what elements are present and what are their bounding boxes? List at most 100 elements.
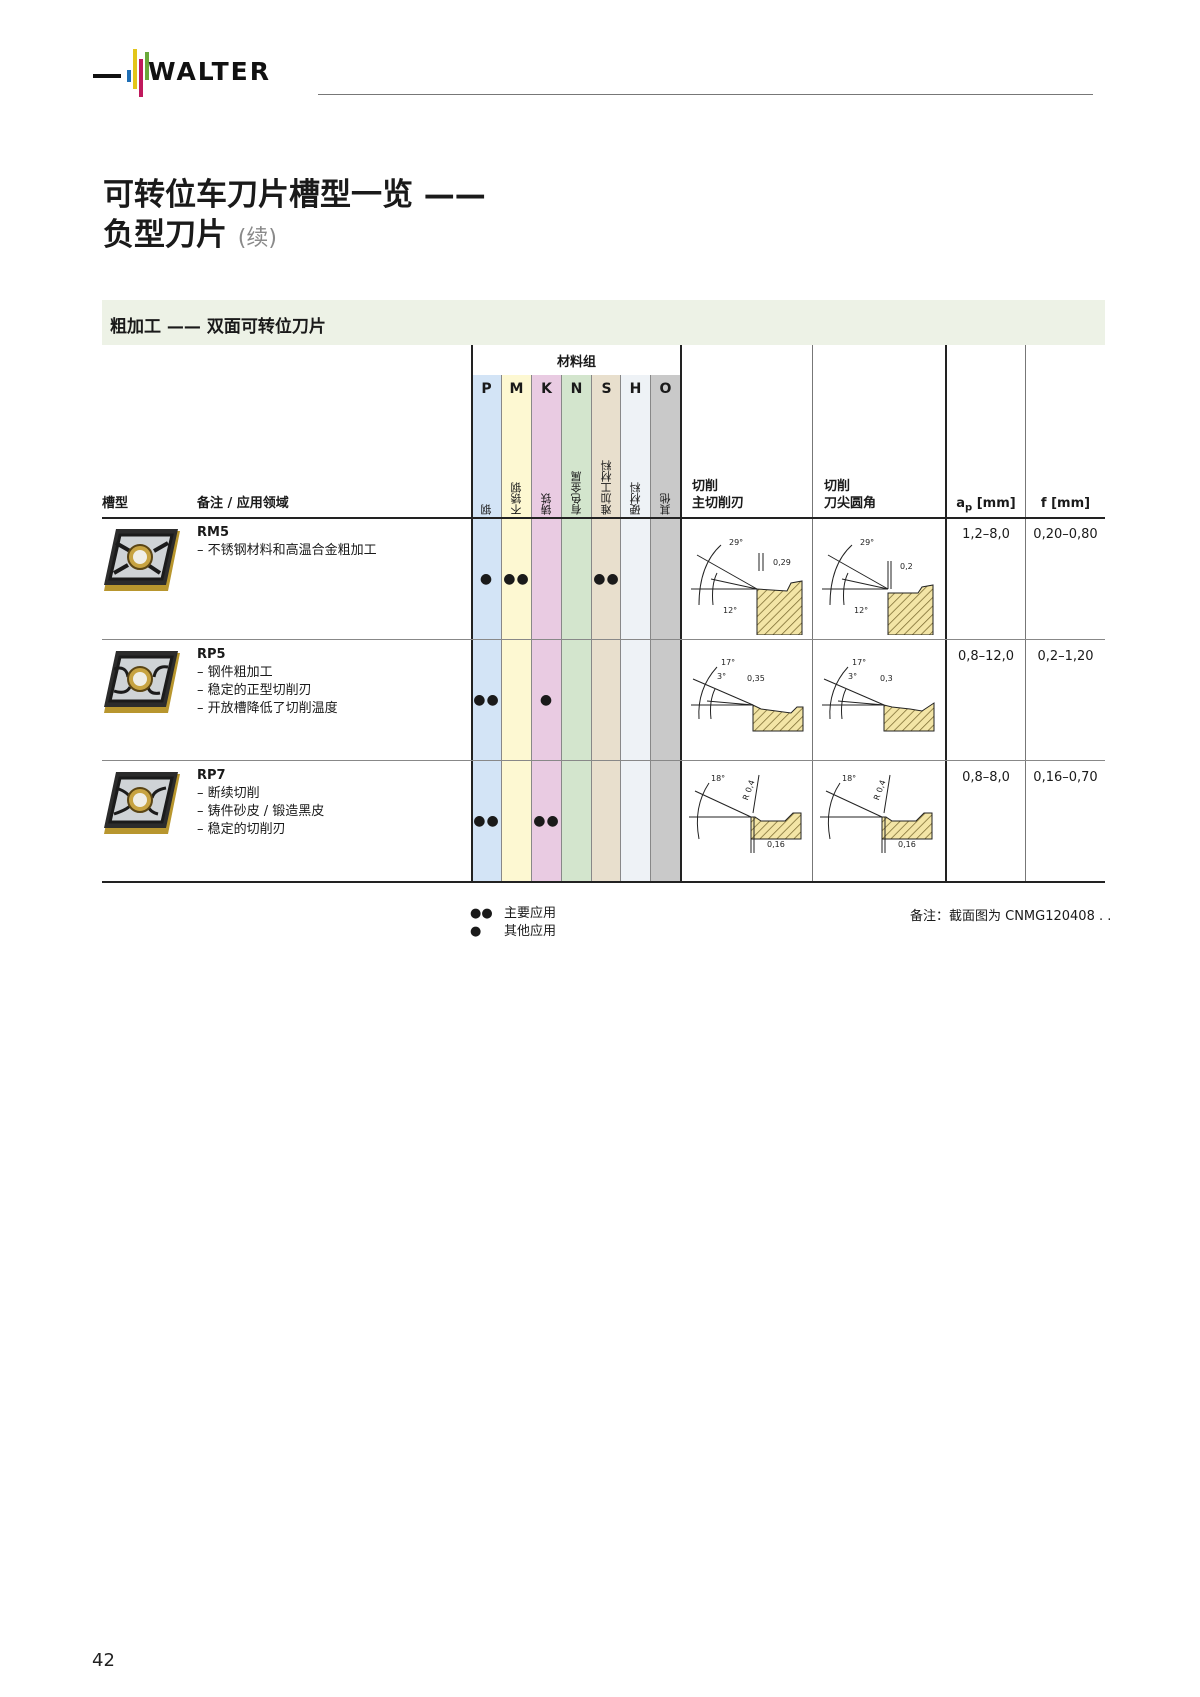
- mat-name-N-text: 有色金属: [569, 471, 583, 515]
- main-edge-diagram: 29° 12° 0,29: [691, 538, 803, 635]
- svg-text:12°: 12°: [723, 606, 737, 615]
- dot-M: ●●: [503, 571, 530, 587]
- svg-text:0,16: 0,16: [898, 840, 916, 849]
- mat-name-P: 钢: [472, 435, 501, 515]
- mat-name-K: 铸铁: [532, 435, 561, 515]
- f-range: 0,20–0,80: [1033, 527, 1098, 542]
- svg-text:0,35: 0,35: [747, 674, 765, 683]
- rule-mat-right: [680, 345, 682, 883]
- legend-primary: ●● 主要应用: [470, 905, 556, 923]
- application-note: – 不锈钢材料和高温合金粗加工: [197, 543, 377, 558]
- mat-letter-M: M: [509, 381, 524, 397]
- logo-bar-magenta: [139, 59, 143, 97]
- application-note: – 钢件粗加工: [197, 665, 273, 680]
- mat-name-K-text: 铸铁: [539, 493, 553, 515]
- header-cutting-nose-l1: 切削: [824, 479, 851, 494]
- header-cutting-main: 切削 主切削刃: [692, 478, 744, 512]
- mat-name-O-text: 其他: [658, 493, 672, 515]
- svg-text:29°: 29°: [729, 538, 743, 547]
- svg-text:0,2: 0,2: [900, 562, 913, 571]
- mat-name-H-text: 硬材料: [628, 482, 642, 515]
- nose-radius-diagram: 18° R 0,4 0,16: [820, 774, 933, 853]
- band-P: [472, 375, 502, 883]
- page-number: 42: [92, 1650, 115, 1671]
- mat-name-H: 硬材料: [621, 435, 650, 515]
- rule-nose-ap: [945, 345, 947, 883]
- svg-text:R 0,4: R 0,4: [872, 779, 888, 802]
- header-geometry: 槽型: [102, 496, 129, 511]
- logo-bar-yellow: [133, 49, 137, 89]
- geometry-code: RP5: [197, 647, 226, 662]
- geometry-code: RP7: [197, 768, 226, 783]
- legend-secondary-symbol: ●: [470, 924, 482, 939]
- logo-bar-blue: [127, 70, 131, 82]
- ap-range: 0,8–12,0: [957, 649, 1015, 664]
- svg-text:0,3: 0,3: [880, 674, 893, 683]
- svg-text:0,16: 0,16: [767, 840, 785, 849]
- nose-radius-diagram: 17° 3° 0,3: [822, 658, 935, 732]
- mat-name-M-text: 不锈钢: [509, 482, 523, 515]
- section-title: 粗加工 —— 双面可转位刀片: [110, 317, 326, 337]
- rule-mat-left: [471, 345, 473, 883]
- band-S: [592, 375, 621, 883]
- band-N: [562, 375, 592, 883]
- header-bottom-rule: [102, 517, 1105, 519]
- mat-name-N: 有色金属: [562, 435, 591, 515]
- header-cutting-nose-l2: 刀尖圆角: [824, 496, 877, 511]
- dot-P: ●●: [473, 813, 500, 829]
- dot-P: ●: [479, 571, 494, 587]
- application-note: – 稳定的正型切削刃: [197, 683, 312, 698]
- title-line-2: 负型刀片 (续): [103, 215, 486, 259]
- row-divider-1: [102, 639, 1105, 640]
- logo-wordmark: WALTER: [148, 57, 271, 86]
- continued-label: (续): [237, 226, 277, 251]
- mat-name-S-text: 难加工材料: [599, 460, 613, 515]
- insert-image-rp5: [104, 651, 180, 713]
- mg-divider: [473, 373, 680, 374]
- band-K: [532, 375, 562, 883]
- table-bottom-rule: [102, 881, 1105, 883]
- header-ap-sub: p: [965, 502, 973, 514]
- mat-letter-H: H: [629, 381, 642, 397]
- nose-radius-diagram: 29° 12° 0,2: [822, 538, 934, 635]
- mat-name-M: 不锈钢: [502, 435, 531, 515]
- dot-S: ●●: [593, 571, 620, 587]
- header-application: 备注 / 应用领域: [197, 496, 289, 511]
- header-f: f [mm]: [1040, 496, 1091, 511]
- material-group-title: 材料组: [556, 355, 596, 370]
- legend-primary-symbol: ●●: [470, 906, 493, 921]
- application-note: – 铸件砂皮 / 锻造黑皮: [197, 804, 325, 819]
- dot-K: ●●: [533, 813, 560, 829]
- band-H: [621, 375, 651, 883]
- section-banner: 粗加工 —— 双面可转位刀片: [102, 300, 1105, 345]
- dot-K: ●: [539, 692, 554, 708]
- header-ap-unit: [mm]: [972, 496, 1016, 511]
- svg-text:18°: 18°: [711, 774, 725, 783]
- logo-dash: [93, 74, 121, 78]
- footnote: 备注：截面图为 CNMG120408 . .: [910, 909, 1112, 924]
- svg-text:3°: 3°: [848, 672, 857, 681]
- mat-letter-S: S: [601, 381, 612, 397]
- band-M: [502, 375, 532, 883]
- svg-text:12°: 12°: [854, 606, 868, 615]
- f-range: 0,2–1,20: [1037, 649, 1094, 664]
- svg-text:R 0,4: R 0,4: [741, 779, 757, 802]
- logo-bar-green: [145, 52, 149, 80]
- f-range: 0,16–0,70: [1033, 770, 1098, 785]
- mat-name-O: 其他: [651, 435, 680, 515]
- main-edge-diagram: 18° R 0,4 0,16: [689, 774, 802, 853]
- legend-secondary: ● 其他应用: [470, 923, 556, 941]
- rule-ap-f: [1025, 345, 1026, 883]
- svg-text:18°: 18°: [842, 774, 856, 783]
- header-cutting-main-l2: 主切削刃: [692, 496, 745, 511]
- svg-text:17°: 17°: [721, 658, 735, 667]
- legend-primary-label: 主要应用: [504, 906, 557, 921]
- row-divider-2: [102, 760, 1105, 761]
- svg-text:29°: 29°: [860, 538, 874, 547]
- legend-secondary-label: 其他应用: [504, 924, 557, 939]
- svg-text:0,29: 0,29: [773, 558, 791, 567]
- mat-name-S: 难加工材料: [592, 435, 621, 515]
- mat-letter-O: O: [659, 381, 672, 397]
- mat-name-P-text: 钢: [479, 504, 493, 515]
- dot-P: ●●: [473, 692, 500, 708]
